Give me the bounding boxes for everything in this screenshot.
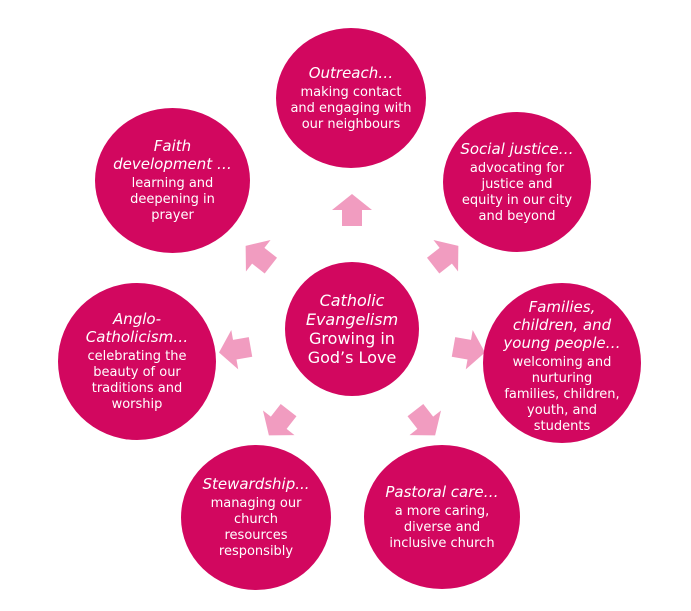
social-justice-description: advocating for justice and equity in our…: [461, 160, 573, 224]
arrow-to-social-justice: [426, 239, 459, 274]
anglo-catholicism-circle: Anglo- Catholicism… celebrating the beau…: [58, 283, 216, 440]
families-title: Families, children, and young people…: [503, 297, 621, 352]
families-circle: Families, children, and young people… we…: [483, 283, 641, 443]
arrow-to-anglo-catholicism: [219, 329, 253, 370]
pastoral-care-title: Pastoral care…: [385, 482, 499, 501]
center-subtitle: Growing in God’s Love: [307, 329, 397, 367]
arrow-to-families: [451, 329, 485, 370]
outreach-description: making contact and engaging with our nei…: [290, 84, 412, 132]
outreach-title: Outreach…: [308, 63, 394, 82]
stewardship-circle: Stewardship... managing our church resou…: [181, 445, 331, 590]
social-justice-circle: Social justice… advocating for justice a…: [443, 112, 591, 252]
faith-development-title: Faith development …: [113, 137, 232, 173]
faith-development-circle: Faith development … learning and deepeni…: [95, 108, 250, 253]
arrow-to-outreach: [332, 194, 372, 226]
families-description: welcoming and nurturing families, childr…: [504, 354, 620, 434]
social-justice-title: Social justice…: [460, 139, 574, 158]
anglo-catholicism-title: Anglo- Catholicism…: [85, 310, 189, 346]
anglo-catholicism-description: celebrating the beauty of our traditions…: [87, 349, 187, 412]
pastoral-care-circle: Pastoral care… a more caring, diverse an…: [364, 445, 520, 589]
outreach-circle: Outreach… making contact and engaging wi…: [276, 28, 426, 168]
stewardship-title: Stewardship...: [202, 475, 310, 493]
center-title: Catholic Evangelism: [305, 291, 399, 329]
arrow-to-pastoral-care: [407, 403, 442, 436]
arrow-to-faith-development: [245, 239, 278, 274]
faith-development-description: learning and deepening in prayer: [130, 176, 215, 223]
center-circle: Catholic Evangelism Growing in God’s Lov…: [285, 262, 419, 396]
stewardship-description: managing our church resources responsibl…: [210, 496, 302, 559]
pastoral-care-description: a more caring, diverse and inclusive chu…: [389, 503, 495, 551]
arrow-to-stewardship: [262, 403, 297, 436]
